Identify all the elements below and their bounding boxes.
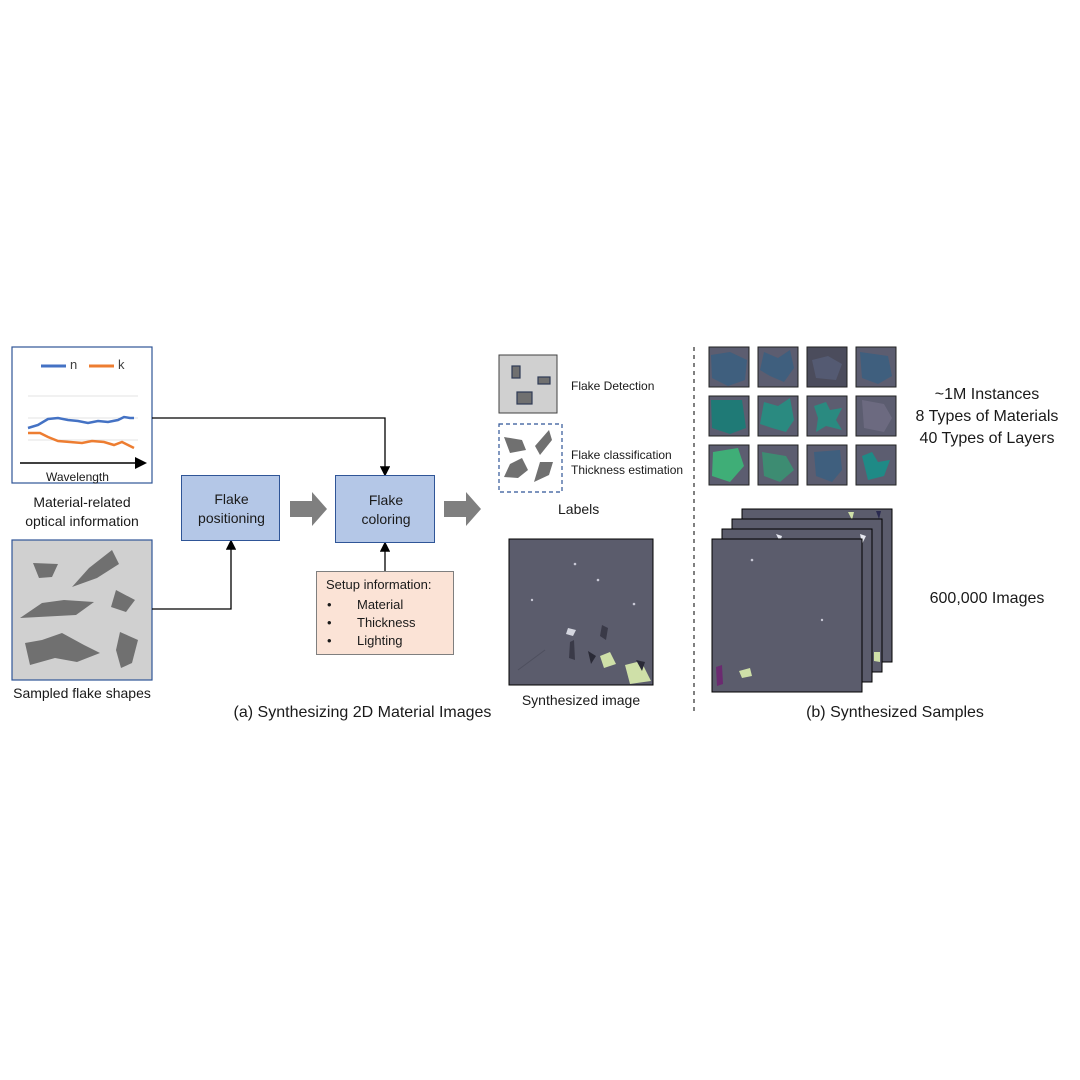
- labels-caption: Labels: [558, 501, 600, 517]
- flake-shape: [72, 550, 119, 587]
- flake-coloring-line-2: coloring: [361, 511, 411, 527]
- synthesized-image: [508, 538, 654, 686]
- connectors: [152, 417, 391, 610]
- panel-b-title: (b) Synthesized Samples: [806, 704, 984, 721]
- shapes-to-positioning-connector: [152, 539, 237, 610]
- dataset-stats: ~1M Instances 8 Types of Materials 40 Ty…: [902, 384, 1072, 450]
- flake-classification-label: Flake classification: [571, 448, 672, 462]
- flake-classification-icon: [498, 423, 563, 493]
- flake-coloring-line-1: Flake: [368, 492, 404, 508]
- setup-title: Setup information:: [326, 577, 432, 592]
- series-k-line: [28, 431, 135, 450]
- stat-instances: ~1M Instances: [934, 386, 1040, 403]
- wavelength-label: Wavelength: [46, 470, 109, 484]
- flake-detection-icon: [498, 354, 558, 414]
- setup-information-box: Setup information: •Material •Thickness …: [316, 571, 454, 655]
- flake-positioning-line-2: positioning: [198, 510, 265, 526]
- legend-n-label: n: [70, 357, 78, 372]
- optical-info-chart: [11, 346, 153, 484]
- flake-shape: [20, 600, 94, 618]
- sample-thumbnail-grid: [708, 346, 897, 486]
- flake-shape: [116, 632, 138, 668]
- optical-to-coloring-connector: [152, 417, 391, 477]
- legend-k-label: k: [118, 357, 125, 372]
- series-n-line: [27, 415, 134, 430]
- positioning-to-coloring-arrow: [290, 492, 327, 526]
- thickness-estimation-label: Thickness estimation: [571, 463, 684, 477]
- setup-item-thickness: •Thickness: [327, 615, 416, 630]
- setup-item-material: •Material: [327, 597, 404, 612]
- panel-a-title: (a) Synthesizing 2D Material Images: [233, 704, 492, 721]
- sample-image-stack: [711, 508, 893, 693]
- sampled-flakes-caption: Sampled flake shapes: [13, 685, 151, 701]
- flake-shape: [33, 563, 58, 578]
- optical-caption-line-1: Material-related: [33, 494, 131, 510]
- optical-caption-line-2: optical information: [25, 513, 139, 529]
- flake-detection-label: Flake Detection: [571, 379, 655, 393]
- coloring-to-outputs-arrow: [444, 492, 481, 526]
- synthesized-image-caption: Synthesized image: [521, 692, 641, 708]
- stat-layers: 40 Types of Layers: [919, 430, 1055, 447]
- flake-coloring-node: Flake coloring: [335, 475, 435, 543]
- sampled-flakes-canvas: [11, 539, 153, 681]
- setup-item-lighting: •Lighting: [327, 633, 403, 648]
- stat-images: 600,000 Images: [929, 590, 1045, 607]
- flake-shape: [111, 590, 135, 612]
- stat-materials: 8 Types of Materials: [915, 408, 1059, 425]
- flake-positioning-node: Flake positioning: [181, 475, 280, 541]
- optical-info-caption: Material-related optical information: [12, 493, 152, 531]
- flake-shape: [25, 633, 100, 665]
- flake-positioning-line-1: Flake: [214, 491, 249, 507]
